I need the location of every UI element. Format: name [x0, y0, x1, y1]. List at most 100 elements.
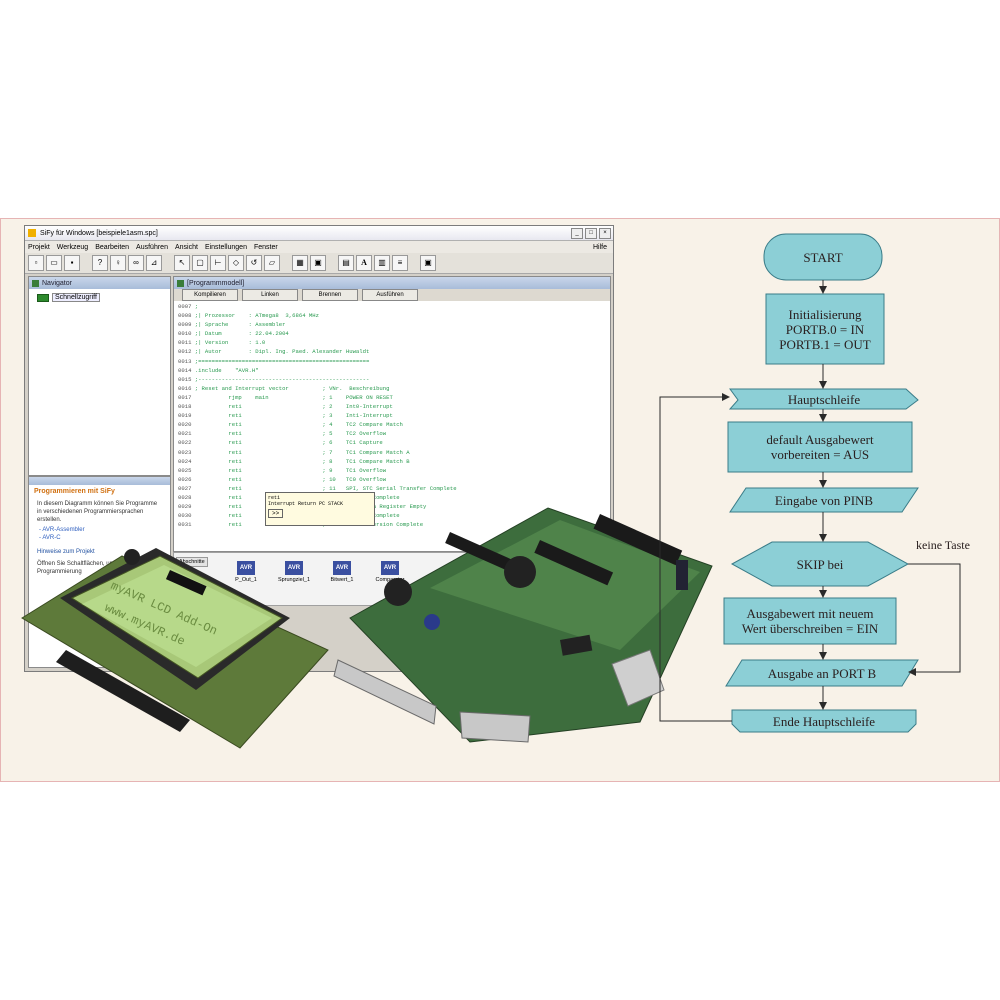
- chart-icon[interactable]: ⊿: [146, 255, 162, 271]
- code-line[interactable]: 0023 reti ; 7 TC1 Compare Match A: [178, 448, 606, 457]
- code-line[interactable]: 0031 reti ; 15 ADC Conversion Complete: [178, 520, 606, 529]
- input-label: Eingabe von PINB: [774, 492, 874, 508]
- start-label: START: [803, 249, 843, 265]
- decision-label: SKIP bei: [796, 556, 844, 572]
- io-icon[interactable]: ▱: [264, 255, 280, 271]
- menu-ansicht[interactable]: Ansicht: [174, 243, 198, 251]
- block-palette: Abschnitte AVR P_Out_1 AVR Sprungziel_1 …: [173, 552, 611, 606]
- help-link-c[interactable]: - AVR-C: [39, 535, 61, 541]
- code-line[interactable]: 0009 ;| Sprache : Assembler: [178, 320, 606, 329]
- code-line[interactable]: 0017 rjmp main ; 1 POWER ON RESET: [178, 393, 606, 402]
- code-text: ;| Datum : 22.04.2004: [194, 330, 289, 338]
- code-line[interactable]: 0016 ; Reset and Interrupt vector ; VNr.…: [178, 384, 606, 393]
- code-text: reti ; 3 Int1-Interrupt: [194, 412, 393, 420]
- close-button[interactable]: ×: [599, 227, 611, 239]
- zoom-icon[interactable]: ▤: [338, 255, 354, 271]
- minimize-button[interactable]: _: [571, 227, 583, 239]
- code-line[interactable]: 0026 reti ; 10 TC0 Overflow: [178, 475, 606, 484]
- fill-icon[interactable]: ▥: [374, 255, 390, 271]
- block-icon[interactable]: ▢: [192, 255, 208, 271]
- title-bar[interactable]: SiFy für Windows [beispiele1asm.spc] _ □…: [25, 226, 613, 241]
- tab-ausfuehren[interactable]: Ausführen: [362, 289, 418, 301]
- line-number: 0011: [178, 339, 192, 347]
- menu-bearbeiten[interactable]: Bearbeiten: [95, 243, 130, 251]
- align-icon[interactable]: ≡: [392, 255, 408, 271]
- frame-icon[interactable]: ▣: [310, 255, 326, 271]
- menu-fenster[interactable]: Fenster: [253, 243, 278, 251]
- code-text: reti ; 4 TC2 Compare Match: [194, 421, 403, 429]
- code-line[interactable]: 0011 ;| Version : 1.0: [178, 338, 606, 347]
- block-item[interactable]: AVR Comparator: [370, 561, 410, 583]
- code-line[interactable]: 0029 reti ; 13 UART Data Register Empty: [178, 502, 606, 511]
- navigator-panel: Navigator Schnellzugriff: [28, 276, 171, 476]
- maximize-button[interactable]: □: [585, 227, 597, 239]
- code-line[interactable]: 0018 reti ; 2 Int0-Interrupt: [178, 402, 606, 411]
- help-link-assembler[interactable]: - AVR-Assembler: [39, 527, 85, 533]
- tab-brennen[interactable]: Brennen: [302, 289, 358, 301]
- menu-ausfuehren[interactable]: Ausführen: [136, 243, 168, 251]
- code-line[interactable]: 0030 reti ; 14 UART Tx Complete: [178, 511, 606, 520]
- block-item[interactable]: AVR Bitwert_1: [322, 561, 362, 583]
- editor-tabs: Kompilieren Linken Brennen Ausführen: [174, 289, 610, 301]
- menu-einstellungen[interactable]: Einstellungen: [204, 243, 247, 251]
- tab-kompilieren[interactable]: Kompilieren: [182, 289, 238, 301]
- code-text: ;---------------------------------------…: [194, 375, 370, 383]
- tab-linken[interactable]: Linken: [242, 289, 298, 301]
- grid-icon[interactable]: ▦: [292, 255, 308, 271]
- help-title: Programmieren mit SiFy: [34, 488, 115, 495]
- code-line[interactable]: 0027 reti ; 11 SPI, STC Serial Transfer …: [178, 484, 606, 493]
- no-key-branch: [908, 563, 961, 676]
- code-line[interactable]: 0028 reti ; 12 UART Rx Complete: [178, 493, 606, 502]
- menu-hilfe[interactable]: Hilfe: [592, 243, 607, 251]
- code-line[interactable]: 0014 .include "AVR.H": [178, 366, 606, 375]
- save-icon[interactable]: ▪: [64, 255, 80, 271]
- block-label: Bitwert_1: [330, 577, 354, 583]
- menu-projekt[interactable]: Projekt: [28, 243, 50, 251]
- help-subtext: Öffnen Sie Schaltflächen, um Ihre Progra…: [37, 561, 127, 575]
- init-label: Initialisierung PORTB.0 = IN PORTB.1 = O…: [766, 294, 884, 364]
- search-icon[interactable]: ?: [92, 255, 108, 271]
- code-line[interactable]: 0020 reti ; 4 TC2 Compare Match: [178, 420, 606, 429]
- decision-icon[interactable]: ◇: [228, 255, 244, 271]
- code-line[interactable]: 0012 ;| Autor : Dipl. Ing. Paed. Alexand…: [178, 347, 606, 356]
- flowchart-shapes: [659, 233, 961, 733]
- loop-icon[interactable]: ↺: [246, 255, 262, 271]
- tooltip-keyword: reti: [268, 495, 281, 501]
- cursor-icon[interactable]: ↖: [174, 255, 190, 271]
- code-line[interactable]: 0015 ;----------------------------------…: [178, 375, 606, 384]
- new-file-icon[interactable]: ▫: [28, 255, 44, 271]
- code-line[interactable]: 0025 reti ; 9 TC1 Overflow: [178, 466, 606, 475]
- code-text: reti ; 7 TC1 Compare Match A: [194, 448, 410, 456]
- blocks-tab[interactable]: Abschnitte: [176, 557, 208, 567]
- block-label: Sprungziel_1: [277, 577, 311, 583]
- monitor-icon[interactable]: ▣: [420, 255, 436, 271]
- tooltip-more-button[interactable]: >>: [268, 509, 284, 518]
- code-line[interactable]: 0019 reti ; 3 Int1-Interrupt: [178, 411, 606, 420]
- code-line[interactable]: 0024 reti ; 8 TC1 Compare Match B: [178, 457, 606, 466]
- code-editor[interactable]: 0007 ; 0008 ;| Prozessor : ATmega8 3,686…: [174, 301, 610, 530]
- avr-block-icon: AVR: [333, 561, 351, 575]
- tree-item-schnellzugriff[interactable]: Schnellzugriff: [52, 293, 100, 302]
- loop-end-node: [731, 709, 917, 733]
- code-line[interactable]: 0008 ;| Prozessor : ATmega8 3,6864 MHz: [178, 311, 606, 320]
- binoculars-icon[interactable]: ∞: [128, 255, 144, 271]
- line-number: 0018: [178, 403, 192, 411]
- code-line[interactable]: 0022 reti ; 6 TC1 Capture: [178, 438, 606, 447]
- code-text: reti ; 10 TC0 Overflow: [194, 475, 387, 483]
- code-line[interactable]: 0007 ;: [178, 302, 606, 311]
- font-icon[interactable]: A: [356, 255, 372, 271]
- code-line[interactable]: 0013 ;==================================…: [178, 357, 606, 366]
- connect-icon[interactable]: ⊢: [210, 255, 226, 271]
- code-text: ; Reset and Interrupt vector ; VNr. Besc…: [194, 384, 390, 392]
- editor-window: [Programmmodell] Kompilieren Linken Bren…: [173, 276, 611, 552]
- line-number: 0015: [178, 375, 192, 383]
- pin-icon[interactable]: ♀: [110, 255, 126, 271]
- menu-werkzeug[interactable]: Werkzeug: [56, 243, 89, 251]
- default-line-1: default Ausgabewert: [766, 432, 874, 447]
- open-file-icon[interactable]: ▭: [46, 255, 62, 271]
- code-line[interactable]: 0021 reti ; 5 TC2 Overflow: [178, 429, 606, 438]
- code-line[interactable]: 0010 ;| Datum : 22.04.2004: [178, 329, 606, 338]
- block-item[interactable]: AVR P_Out_1: [226, 561, 266, 583]
- editor-icon: [177, 279, 184, 287]
- block-item[interactable]: AVR Sprungziel_1: [274, 561, 314, 583]
